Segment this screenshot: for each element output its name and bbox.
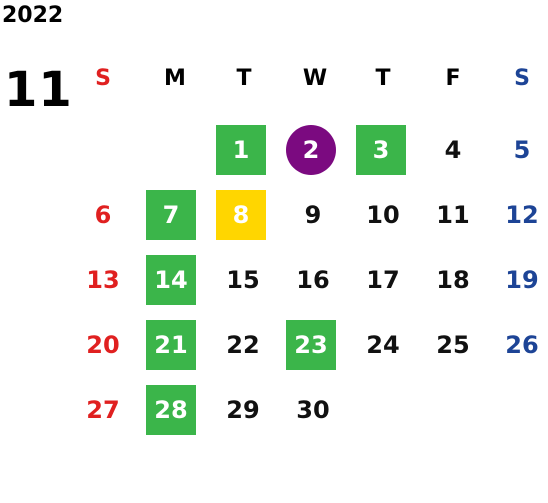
day-22[interactable]: 22 bbox=[226, 331, 260, 359]
weekday-sat: S bbox=[514, 66, 530, 91]
day-12[interactable]: 12 bbox=[505, 201, 539, 229]
day-27[interactable]: 27 bbox=[86, 396, 120, 424]
year-label: 2022 bbox=[2, 3, 64, 28]
day-15[interactable]: 15 bbox=[226, 266, 260, 294]
day-23[interactable]: 23 bbox=[286, 320, 336, 370]
day-4[interactable]: 4 bbox=[444, 136, 462, 164]
weekday-mon: M bbox=[164, 66, 186, 91]
weekday-sun: S bbox=[95, 66, 111, 91]
day-24[interactable]: 24 bbox=[366, 331, 400, 359]
day-8[interactable]: 8 bbox=[216, 190, 266, 240]
day-9[interactable]: 9 bbox=[304, 201, 322, 229]
day-13[interactable]: 13 bbox=[86, 266, 120, 294]
day-11[interactable]: 11 bbox=[436, 201, 470, 229]
day-16[interactable]: 16 bbox=[296, 266, 330, 294]
day-5[interactable]: 5 bbox=[513, 136, 531, 164]
day-28[interactable]: 28 bbox=[146, 385, 196, 435]
day-2[interactable]: 2 bbox=[286, 125, 336, 175]
weekday-wed: W bbox=[302, 66, 328, 91]
day-18[interactable]: 18 bbox=[436, 266, 470, 294]
day-20[interactable]: 20 bbox=[86, 331, 120, 359]
month-number: 11 bbox=[4, 62, 73, 118]
weekday-fri: F bbox=[445, 66, 461, 91]
day-17[interactable]: 17 bbox=[366, 266, 400, 294]
day-21[interactable]: 21 bbox=[146, 320, 196, 370]
day-26[interactable]: 26 bbox=[505, 331, 539, 359]
day-3[interactable]: 3 bbox=[356, 125, 406, 175]
day-25[interactable]: 25 bbox=[436, 331, 470, 359]
weekday-tue: T bbox=[236, 66, 252, 91]
day-1[interactable]: 1 bbox=[216, 125, 266, 175]
day-10[interactable]: 10 bbox=[366, 201, 400, 229]
day-6[interactable]: 6 bbox=[94, 201, 112, 229]
day-7[interactable]: 7 bbox=[146, 190, 196, 240]
day-19[interactable]: 19 bbox=[505, 266, 539, 294]
weekday-thu: T bbox=[375, 66, 391, 91]
day-14[interactable]: 14 bbox=[146, 255, 196, 305]
day-30[interactable]: 30 bbox=[296, 396, 330, 424]
day-29[interactable]: 29 bbox=[226, 396, 260, 424]
